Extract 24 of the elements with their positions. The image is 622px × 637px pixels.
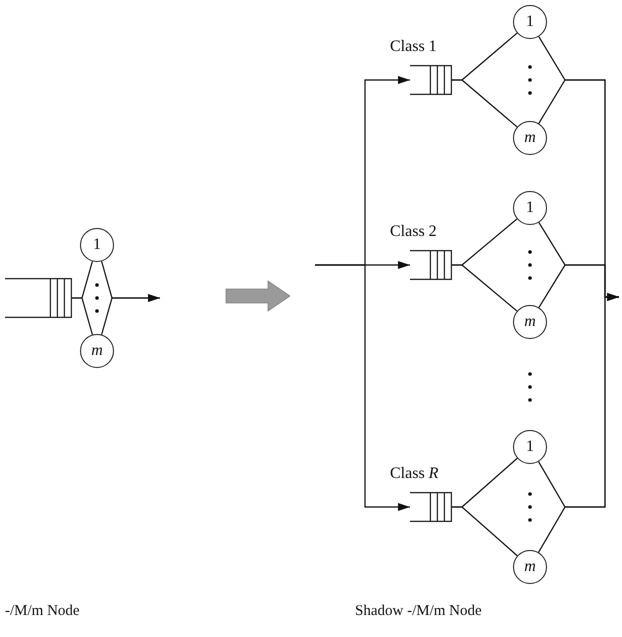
server-circle: m: [513, 305, 547, 339]
arrow: [315, 264, 410, 511]
server-circle: 1: [513, 191, 547, 225]
server-circle: m: [80, 334, 114, 368]
arrow: [101, 294, 160, 335]
arrow: [538, 293, 619, 553]
class-label: Class R: [390, 465, 438, 483]
connector-line: [72, 297, 93, 335]
class-label: Class 2: [390, 223, 437, 241]
server-circle: 1: [513, 430, 547, 464]
caption-label: Shadow -/M/m Node: [355, 603, 482, 620]
connector-line: [452, 264, 518, 312]
class-label: Class 1: [390, 38, 437, 56]
server-circle: 1: [80, 228, 114, 262]
server-circle: m: [513, 121, 547, 155]
connector-line: [452, 506, 518, 556]
server-circle: m: [513, 550, 547, 584]
server-circle: 1: [513, 5, 547, 39]
queue-box: [410, 65, 452, 95]
connector-line: [452, 79, 518, 128]
queue-box: [5, 278, 72, 318]
queue-box: [410, 250, 452, 280]
caption-label: -/M/m Node: [5, 603, 80, 620]
queue-box: [410, 492, 452, 522]
